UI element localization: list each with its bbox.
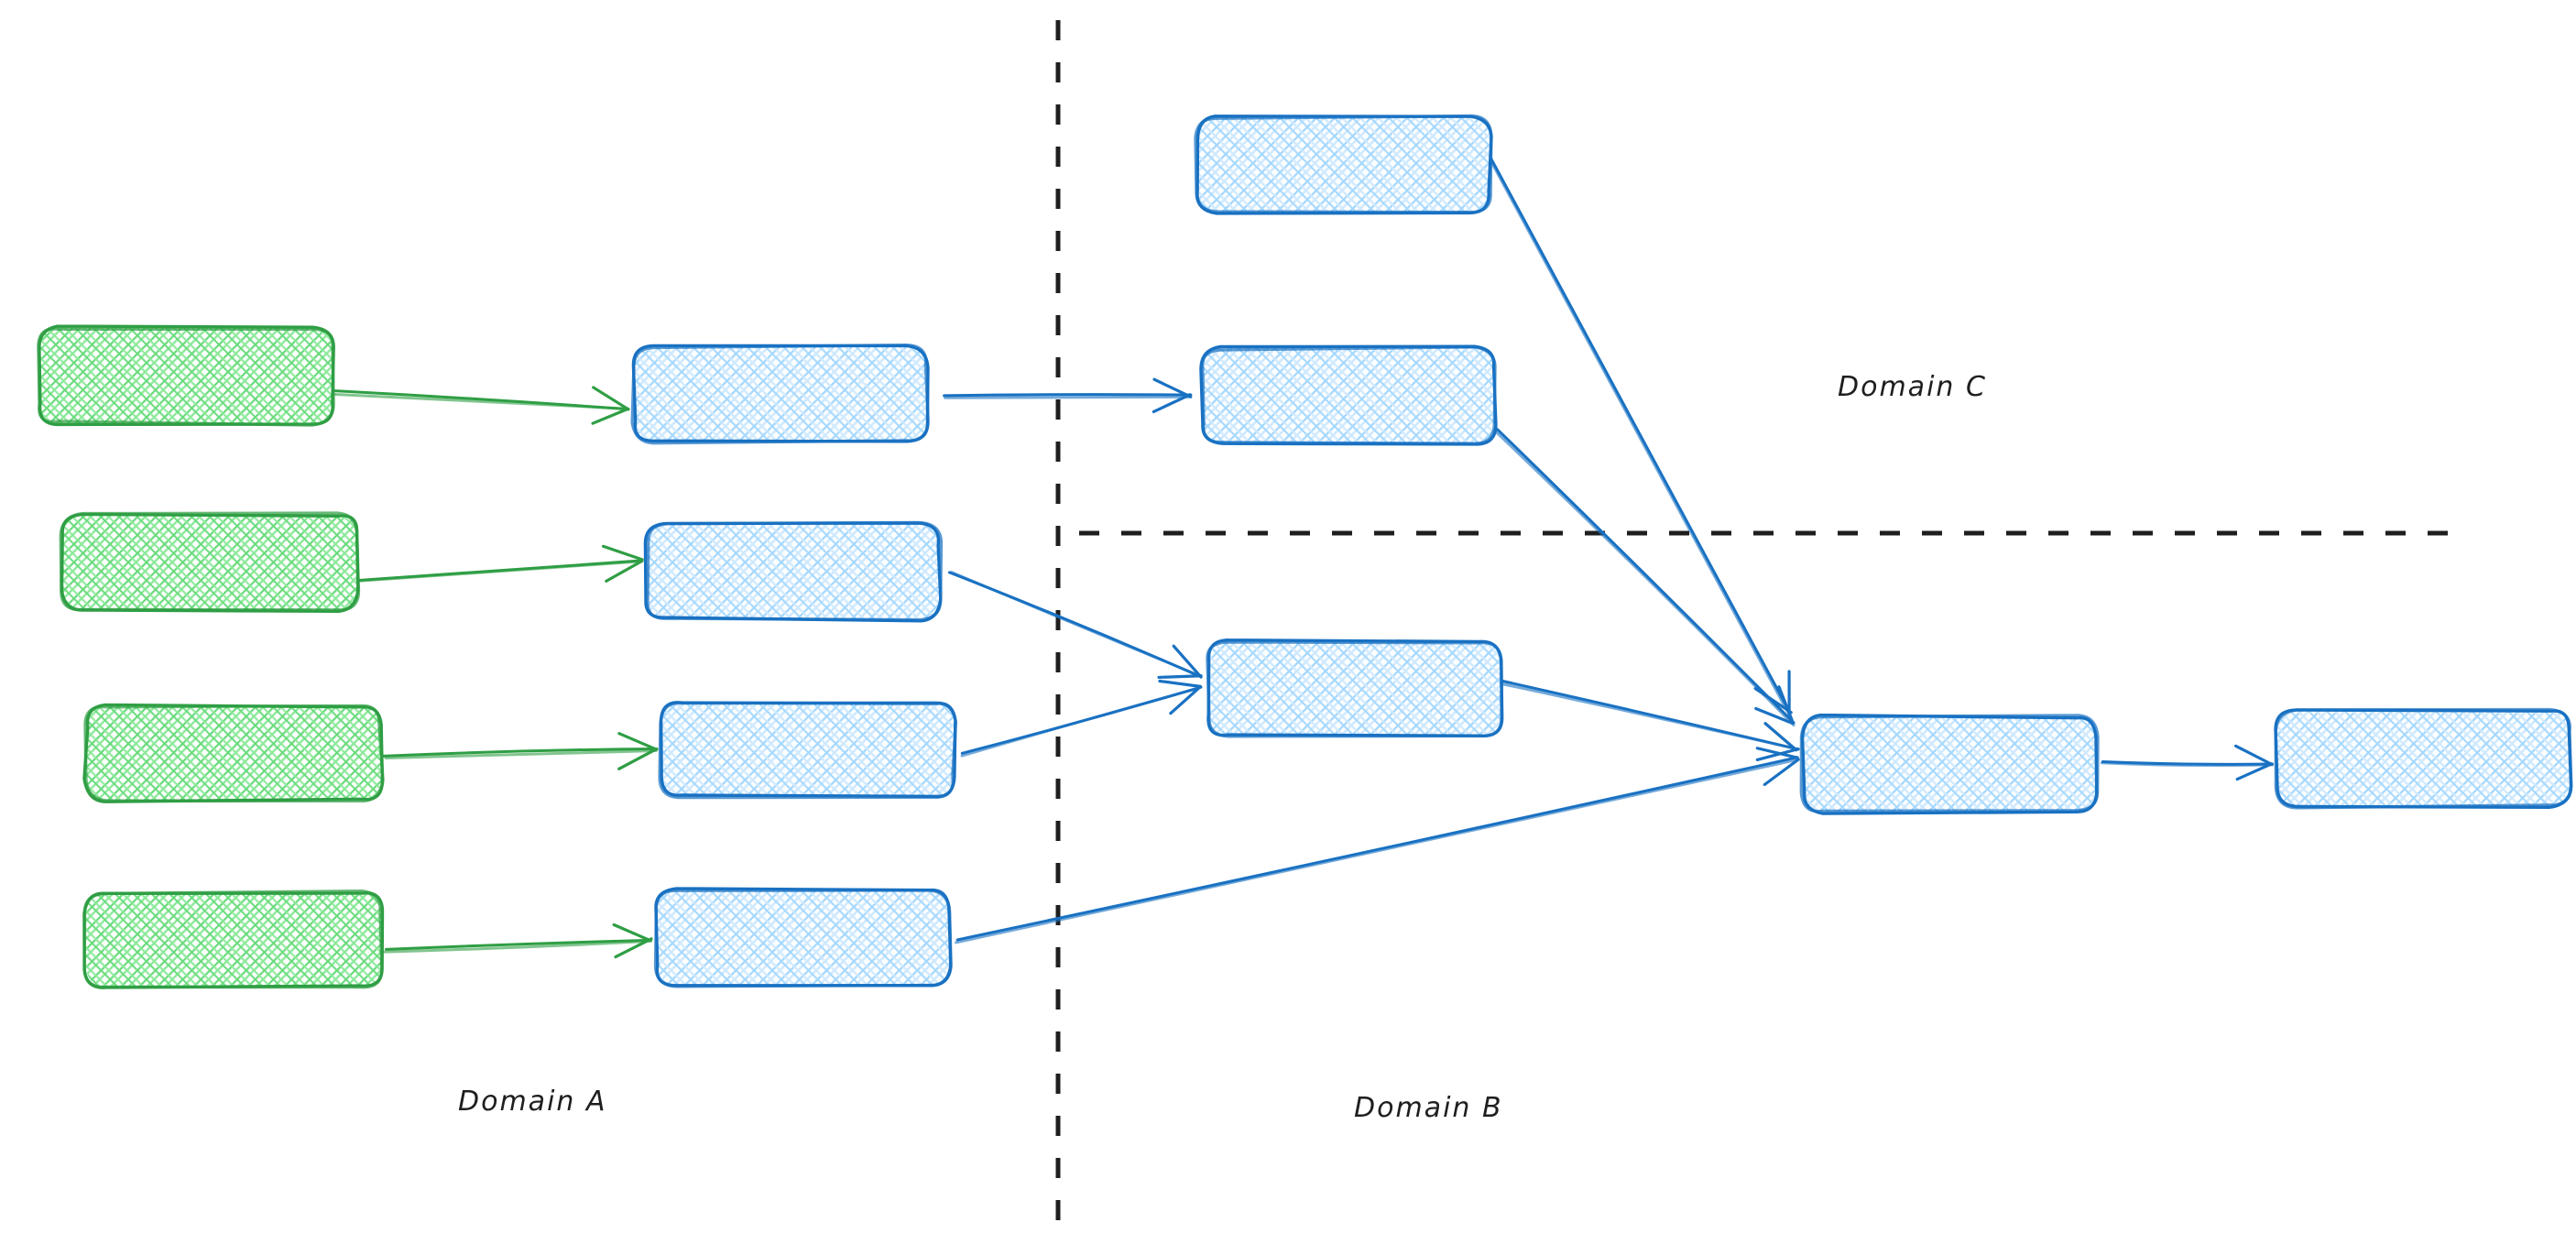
edge-e-b2-c3 (947, 571, 1203, 680)
edge-e-b1-c2 (943, 377, 1193, 414)
edge-line (331, 392, 630, 410)
arrowhead (1754, 706, 1795, 726)
edge-e-b4-d1 (955, 747, 1800, 944)
edge-e-a1-b1 (330, 386, 630, 425)
node-c3[interactable] (1206, 638, 1504, 738)
node-fill (1803, 716, 2096, 812)
node-c1[interactable] (1194, 114, 1493, 215)
node-a4[interactable] (82, 889, 385, 989)
arrowhead (614, 937, 653, 959)
node-a2[interactable] (59, 511, 361, 614)
domain-a-label: Domain A (458, 1086, 607, 1118)
node-fill (656, 890, 949, 986)
edge-e-a2-b2 (356, 544, 644, 583)
edge-line (384, 938, 653, 951)
arrowhead (592, 386, 630, 411)
node-outline (630, 344, 930, 445)
edge-line (1494, 430, 1796, 727)
edge-line (943, 393, 1193, 398)
arrowhead (602, 544, 644, 562)
arrowhead (1777, 685, 1795, 725)
edge-line (1496, 428, 1796, 725)
edge-line (955, 758, 1799, 944)
node-fill (62, 515, 357, 610)
edge-line (384, 749, 658, 759)
domain-b-label: Domain B (1354, 1092, 1503, 1124)
node-outline (1799, 714, 2100, 813)
edge-e-b3-c3 (960, 679, 1203, 758)
node-outline (2274, 707, 2573, 810)
edge-line (960, 686, 1201, 758)
edge-line (950, 571, 1202, 678)
node-fill (2277, 711, 2571, 806)
edge-e-c1-d1 (1487, 153, 1793, 716)
edge-e-a3-b3 (381, 732, 659, 770)
node-b4[interactable] (653, 887, 953, 988)
node-b1[interactable] (630, 344, 930, 445)
node-outline (82, 889, 384, 989)
node-fill (1196, 117, 1490, 213)
arrowhead (1152, 393, 1192, 414)
node-fill (38, 328, 333, 423)
edge-line (955, 756, 1799, 942)
arrowhead (1169, 686, 1201, 715)
node-fill (1202, 348, 1495, 443)
arrowhead (1172, 644, 1203, 679)
node-fill (1207, 641, 1501, 737)
arrowhead (617, 748, 657, 770)
arrowhead (1755, 748, 1800, 762)
node-outline (1200, 345, 1497, 445)
arrowhead (1152, 377, 1193, 398)
node-d1[interactable] (1799, 713, 2100, 815)
node-outline (1194, 114, 1493, 214)
dividers-layer (1055, 20, 2451, 1239)
node-fill (86, 705, 381, 801)
node-a1[interactable] (37, 324, 335, 427)
node-a3[interactable] (82, 703, 385, 803)
arrowhead (591, 407, 629, 425)
node-e1[interactable] (2274, 707, 2573, 810)
node-outline (646, 520, 944, 622)
node-fill (634, 346, 927, 442)
node-outline (658, 701, 958, 800)
nodes-layer (37, 114, 2573, 989)
arrowhead (1763, 722, 1798, 752)
arrowhead (2233, 744, 2274, 767)
node-outline (1206, 640, 1503, 738)
arrowhead (1157, 674, 1203, 680)
arrowhead (612, 922, 651, 943)
arrowhead (1763, 758, 1800, 787)
node-outline (653, 889, 953, 988)
edges-layer (330, 153, 2274, 959)
arrowhead (2235, 762, 2274, 781)
edge-e-a4-b4 (383, 922, 653, 959)
edge-line (2100, 761, 2274, 768)
edge-line (1500, 682, 1799, 751)
edge-line (381, 747, 659, 758)
domain-c-label: Domain C (1838, 371, 1987, 403)
node-fill (661, 702, 955, 797)
node-outline (37, 327, 335, 427)
arrowhead (1755, 747, 1799, 759)
arrowhead (1158, 679, 1202, 688)
node-outline (59, 511, 361, 612)
node-fill (647, 524, 940, 619)
edge-e-c3-d1 (1500, 679, 1800, 762)
edge-e-d1-e1 (2100, 744, 2274, 781)
edge-line (1487, 155, 1791, 716)
edge-line (383, 939, 652, 954)
node-b3[interactable] (658, 701, 958, 800)
arrowhead (605, 559, 644, 583)
node-c2[interactable] (1199, 344, 1498, 446)
arrowhead (617, 732, 659, 751)
edge-line (944, 395, 1193, 399)
node-fill (86, 892, 381, 988)
node-outline (83, 704, 385, 803)
node-b2[interactable] (643, 520, 944, 623)
edge-line (356, 560, 642, 583)
edge-e-c2-d1 (1494, 428, 1796, 727)
